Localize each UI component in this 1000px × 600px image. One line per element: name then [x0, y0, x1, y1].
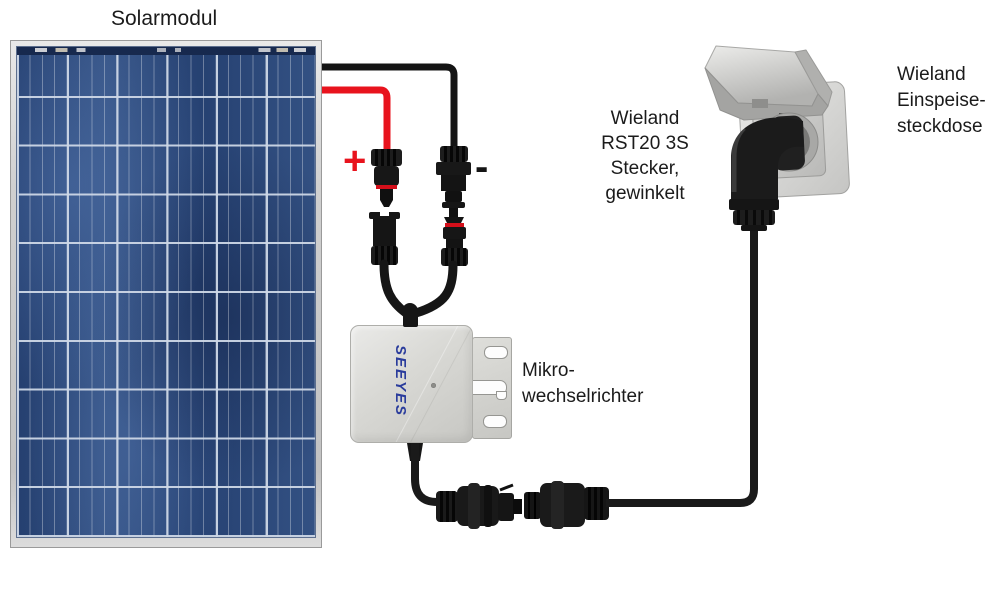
ac-pigtail-cable	[407, 443, 438, 506]
feed-in-socket	[704, 45, 850, 199]
socket-lid	[704, 45, 833, 121]
micro-inverter: SEEYES	[350, 325, 473, 443]
mounting-bracket	[471, 337, 512, 439]
dc-branch-cables	[379, 259, 458, 327]
rst20-angled-plug	[729, 115, 805, 231]
solar-panel-top-strip	[17, 47, 315, 55]
bracket-slot-notch	[496, 391, 507, 400]
bracket-slot	[484, 346, 508, 359]
label-solar-module: Solarmodul	[111, 7, 218, 30]
ac-connector-male	[436, 483, 522, 529]
mc4-female-inverter-connector	[369, 212, 400, 265]
label-wieland-socket: Wieland Einspeise- steckdose	[897, 64, 986, 137]
mc4-male-positive-connector	[371, 149, 402, 207]
solar-panel	[10, 40, 322, 548]
mc4-female-negative-connector	[436, 146, 471, 208]
label-wieland-plug: Wieland RST20 3S Stecker, gewinkelt	[601, 108, 689, 204]
inverter-brand-label: SEEYES	[392, 345, 409, 418]
mc4-male-inverter-connector	[441, 208, 468, 266]
pv-wire-negative	[322, 63, 458, 148]
bracket-slot	[483, 415, 507, 428]
solar-panel-cells	[16, 46, 316, 538]
minus-sign: -	[475, 145, 489, 189]
label-micro-inverter: Mikro- wechselrichter	[522, 360, 644, 407]
plus-sign: +	[343, 139, 367, 183]
inverter-led	[431, 383, 436, 388]
ac-connector-female	[524, 481, 609, 529]
